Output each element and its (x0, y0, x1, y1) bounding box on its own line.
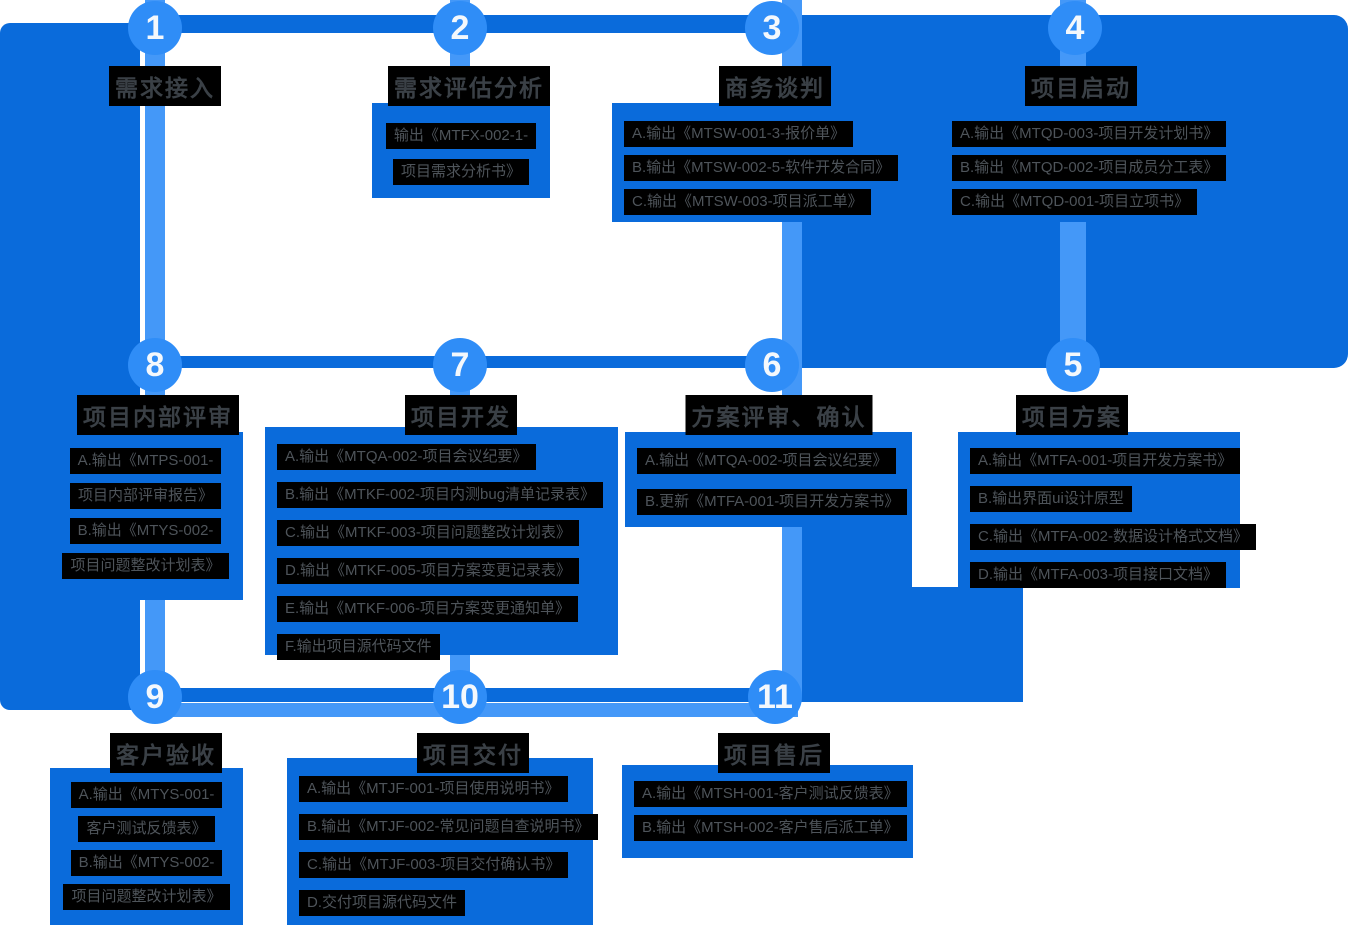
step3-number-marker: 3 (745, 1, 799, 55)
flow-right-down-slab-2 (912, 587, 1023, 702)
output-item: E.输出《MTKF-006-项目方案变更通知单》 (277, 596, 579, 622)
step4-number-marker: 4 (1048, 1, 1102, 55)
output-item: B.输出《MTJF-002-常见问题自查说明书》 (299, 814, 598, 840)
output-item: F.输出项目源代码文件 (277, 634, 440, 660)
output-item: B.输出《MTYS-002- (70, 850, 223, 876)
step8-output-box: A.输出《MTPS-001- 项目内部评审报告》 B.输出《MTYS-002- 项目问… (48, 432, 243, 600)
step7-number-marker: 7 (433, 338, 487, 392)
step1-number-marker: 1 (128, 1, 182, 55)
output-item: 客户测试反馈表》 (78, 816, 215, 842)
output-item: 项目问题整改计划表》 (63, 884, 230, 910)
output-item: C.输出《MTQD-001-项目立项书》 (952, 189, 1198, 215)
step7-title: 项目开发 (405, 395, 517, 435)
step5-output-box: A.输出《MTFA-001-项目开发方案书》 B.输出界面ui设计原型 C.输出《M… (958, 432, 1257, 588)
output-item: B.输出界面ui设计原型 (970, 486, 1132, 512)
step6-output-box: A.输出《MTQA-002-项目会议纪要》 B.更新《MTFA-001-项目开发方… (625, 432, 912, 527)
output-item: B.输出《MTSH-002-客户售后派工单》 (634, 815, 907, 841)
output-item: C.输出《MTKF-003-项目问题整改计划表》 (277, 520, 579, 546)
step5-number-marker: 5 (1046, 338, 1100, 392)
step4-output-box: A.输出《MTQD-003-项目开发计划书》 B.输出《MTQD-002-项目成员… (940, 103, 1227, 222)
step10-output-box: A.输出《MTJF-001-项目使用说明书》 B.输出《MTJF-002-常见问题… (287, 758, 598, 925)
step2-title: 需求评估分析 (388, 66, 550, 106)
output-item: A.输出《MTQA-002-项目会议纪要》 (277, 444, 536, 470)
output-item: A.输出《MTQD-003-项目开发计划书》 (952, 121, 1227, 147)
output-item: A.输出《MTSW-001-3-报价单》 (624, 121, 854, 147)
output-item: D.交付项目源代码文件 (299, 890, 466, 916)
output-item: A.输出《MTQA-002-项目会议纪要》 (637, 448, 896, 474)
step2-output-box: 输出《MTFX-002-1- 项目需求分析书》 (372, 103, 550, 198)
output-item: B.输出《MTKF-002-项目内测bug清单记录表》 (277, 482, 604, 508)
output-item: A.输出《MTPS-001- (69, 448, 222, 474)
output-item: A.输出《MTFA-001-项目开发方案书》 (970, 448, 1241, 474)
output-item: 输出《MTFX-002-1- (385, 123, 537, 149)
output-item: 项目问题整改计划表》 (62, 553, 229, 579)
output-item: B.输出《MTQD-002-项目成员分工表》 (952, 155, 1227, 181)
output-item: A.输出《MTSH-001-客户测试反馈表》 (634, 781, 907, 807)
output-item: B.更新《MTFA-001-项目开发方案书》 (637, 489, 908, 515)
step10-title: 项目交付 (417, 733, 529, 773)
step6-title: 方案评审、确认 (685, 395, 873, 435)
step5-title: 项目方案 (1016, 395, 1128, 435)
step4-title: 项目启动 (1025, 66, 1137, 106)
output-item: A.输出《MTYS-001- (70, 782, 223, 808)
step3-title: 商务谈判 (719, 66, 831, 106)
step7-output-box: A.输出《MTQA-002-项目会议纪要》 B.输出《MTKF-002-项目内测b… (265, 427, 618, 660)
step8-title: 项目内部评审 (77, 395, 239, 435)
step9-title: 客户验收 (110, 733, 222, 773)
step6-number-marker: 6 (745, 338, 799, 392)
step11-number-marker: 11 (748, 670, 802, 724)
output-item: B.输出《MTSW-002-5-软件开发合同》 (624, 155, 899, 181)
step9-number-marker: 9 (128, 670, 182, 724)
output-item: A.输出《MTJF-001-项目使用说明书》 (299, 776, 568, 802)
output-item: C.输出《MTSW-003-项目派工单》 (624, 189, 871, 215)
output-item: 项目内部评审报告》 (69, 483, 221, 509)
output-item: C.输出《MTJF-003-项目交付确认书》 (299, 852, 569, 878)
output-item: 项目需求分析书》 (392, 159, 529, 185)
step11-title: 项目售后 (718, 733, 830, 773)
step3-output-box: A.输出《MTSW-001-3-报价单》 B.输出《MTSW-002-5-软件开发… (612, 103, 902, 222)
step8-number-marker: 8 (128, 338, 182, 392)
flow-bottom-connector (140, 688, 1023, 702)
output-item: D.输出《MTFA-003-项目接口文档》 (970, 562, 1227, 588)
step1-title: 需求接入 (109, 66, 221, 106)
step9-output-box: A.输出《MTYS-001- 客户测试反馈表》 B.输出《MTYS-002- 项目问题… (50, 768, 243, 925)
output-item: C.输出《MTFA-002-数据设计格式文档》 (970, 524, 1257, 550)
output-item: B.输出《MTYS-002- (69, 518, 222, 544)
step2-number-marker: 2 (433, 1, 487, 55)
output-item: D.输出《MTKF-005-项目方案变更记录表》 (277, 558, 579, 584)
flow-left-panel (0, 23, 140, 710)
step10-number-marker: 10 (433, 670, 487, 724)
step11-output-box: A.输出《MTSH-001-客户测试反馈表》 B.输出《MTSH-002-客户售后… (622, 765, 913, 858)
flow-right-down-slab (800, 527, 912, 702)
